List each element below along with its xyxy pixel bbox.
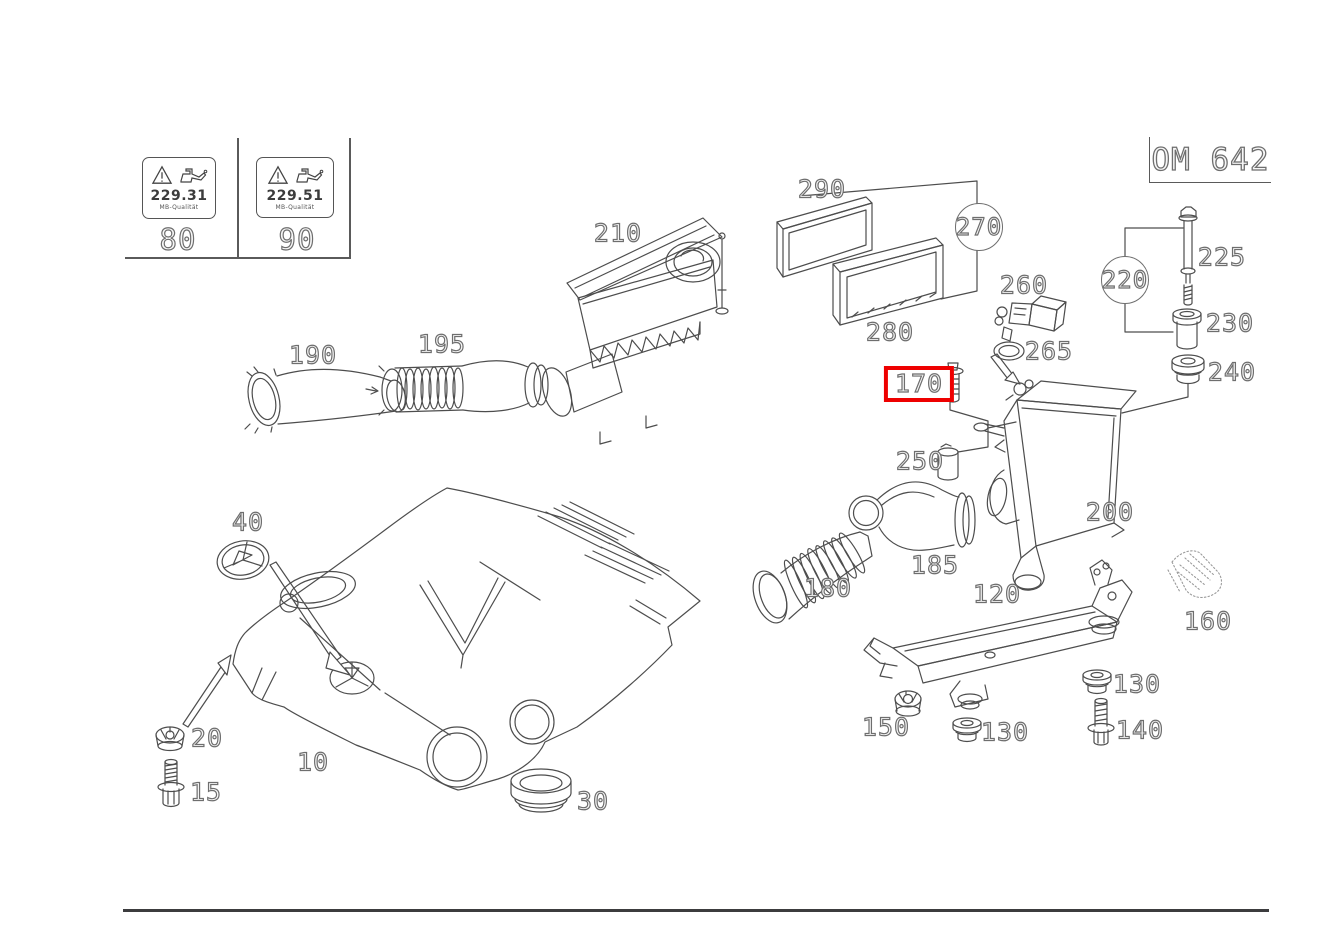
callout-200[interactable]: 200 (1085, 497, 1135, 527)
oil-spec-code: 229.51 (266, 188, 324, 204)
part-30-cap (510, 768, 572, 813)
callout-210[interactable]: 210 (593, 218, 643, 248)
callout-190[interactable]: 190 (288, 340, 338, 370)
part-290-air-filter-element (776, 196, 873, 278)
oil-spec-subtext: MB-Qualität (159, 204, 199, 211)
part-210-air-cleaner-housing (541, 217, 729, 445)
part-185-elbow-pipe (848, 481, 976, 551)
callout-220[interactable]: 220 (1101, 256, 1149, 304)
part-10-engine-cover (232, 487, 701, 791)
callout-170[interactable]: 170 (883, 366, 955, 402)
part-240-grommet (1121, 354, 1205, 414)
oil-spec-subtext: MB-Qualität (275, 204, 315, 211)
callout-130[interactable]: 130 (1112, 669, 1162, 699)
callout-140[interactable]: 140 (1115, 715, 1165, 745)
part-130-grommet (952, 717, 982, 743)
bottom-divider-line (123, 909, 1269, 912)
callout-10[interactable]: 10 (296, 747, 330, 777)
leader-220-bracket (1124, 227, 1184, 333)
oil-spec-label-229-51: 229.51 MB-Qualität (256, 157, 334, 218)
callout-270[interactable]: 270 (955, 203, 1003, 251)
table-divider (237, 138, 239, 258)
callout-150[interactable]: 150 (861, 712, 911, 742)
engine-code-label: OM 642 (1151, 141, 1270, 178)
part-250-sleeve (937, 443, 959, 481)
part-230-sleeve (1172, 308, 1202, 350)
callout-80[interactable]: 80 (159, 222, 197, 257)
callout-195[interactable]: 195 (417, 329, 467, 359)
callout-260[interactable]: 260 (999, 270, 1049, 300)
callout-185[interactable]: 185 (910, 550, 960, 580)
oil-can-icon (179, 168, 207, 183)
callout-290[interactable]: 290 (797, 174, 847, 204)
part-40-star-emblem (216, 540, 351, 676)
callout-280[interactable]: 280 (865, 317, 915, 347)
part-15-bolt (157, 758, 185, 808)
callout-90[interactable]: 90 (278, 222, 316, 257)
part-160-clip (1167, 550, 1223, 599)
part-195-intake-pipe (378, 360, 549, 416)
part-260-sensor (994, 295, 1067, 342)
part-150-nut (894, 690, 922, 717)
callout-160[interactable]: 160 (1183, 606, 1233, 636)
oil-spec-code: 229.31 (150, 188, 208, 204)
part-225-bolt (1178, 206, 1198, 306)
callout-120[interactable]: 120 (972, 579, 1022, 609)
part-180-flex-hose (752, 531, 873, 624)
oil-spec-label-229-31: 229.31 MB-Qualität (142, 157, 216, 219)
table-divider (349, 138, 351, 258)
callout-240[interactable]: 240 (1207, 357, 1257, 387)
part-120-bracket (863, 559, 1133, 710)
callout-230[interactable]: 230 (1205, 308, 1255, 338)
callout-40[interactable]: 40 (231, 507, 265, 537)
part-190-intake-duct (244, 366, 406, 434)
callout-20[interactable]: 20 (190, 723, 224, 753)
callout-250[interactable]: 250 (895, 446, 945, 476)
part-140-bolt (1087, 697, 1115, 746)
callout-225[interactable]: 225 (1197, 242, 1247, 272)
callout-15[interactable]: 15 (189, 777, 223, 807)
part-200-housing (973, 379, 1137, 591)
warning-triangle-icon (151, 165, 172, 184)
part-130-grommet (1082, 669, 1112, 695)
part-20-clip-nut (155, 654, 232, 752)
callout-265[interactable]: 265 (1024, 336, 1074, 366)
oil-can-icon (295, 168, 323, 183)
warning-triangle-icon (267, 165, 288, 184)
callout-30[interactable]: 30 (576, 786, 610, 816)
callout-130[interactable]: 130 (980, 717, 1030, 747)
table-divider (125, 257, 351, 259)
callout-180[interactable]: 180 (803, 573, 853, 603)
part-265-o-ring (990, 341, 1025, 385)
part-280-air-filter-element (832, 237, 944, 326)
engine-code-box: OM 642 (1149, 137, 1271, 183)
